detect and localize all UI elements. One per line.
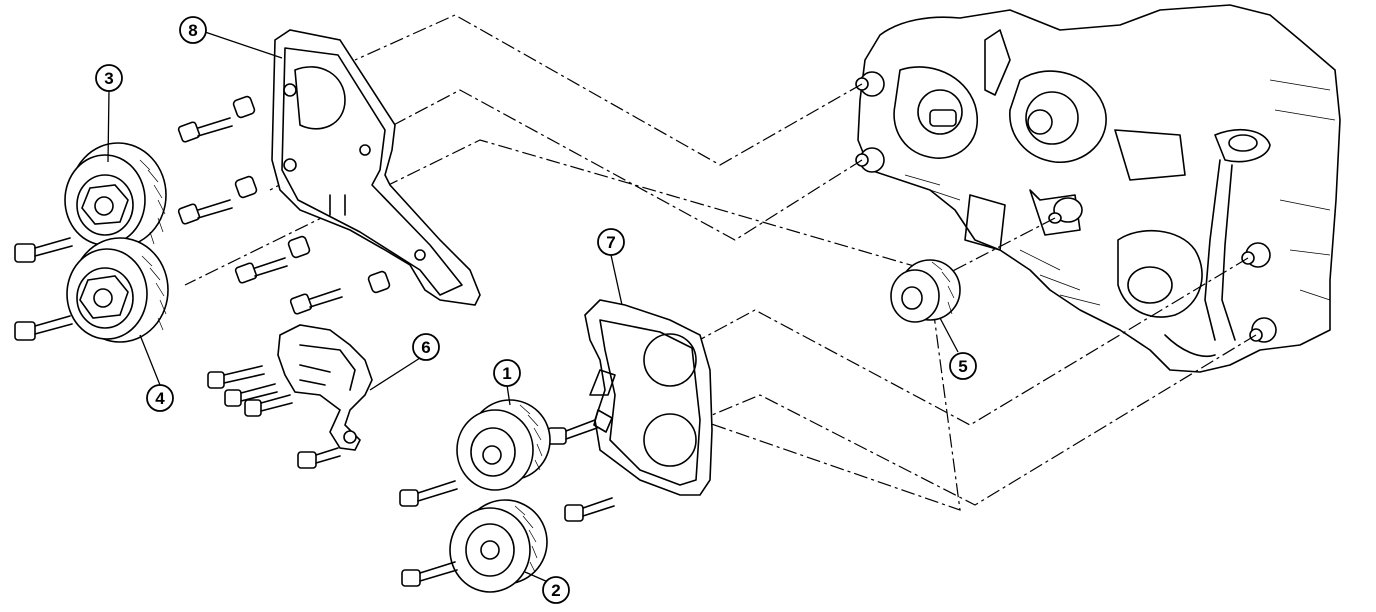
- callout-6: 6: [412, 333, 440, 361]
- bolt-cover-lower-a: [547, 419, 598, 445]
- callout-4: 4: [146, 384, 174, 412]
- rear-timing-belt-cover-upper: [271, 29, 481, 306]
- bolt-cover-lower-b: [564, 497, 615, 522]
- callout-1-label: 1: [502, 364, 511, 383]
- nut-cover-upper-b: [234, 175, 258, 199]
- bolt-cover-upper-a: [177, 117, 233, 143]
- bolt-bracket-c: [244, 394, 293, 417]
- rear-timing-belt-cover-lower: [584, 299, 713, 496]
- callout-6-label: 6: [421, 338, 430, 357]
- camshaft-pulley-lower: [66, 237, 169, 343]
- tensioner-pulley: [456, 399, 551, 491]
- nut-cover-upper-c: [287, 235, 311, 259]
- callout-4-label: 4: [155, 389, 165, 408]
- crankshaft-nose: [1048, 197, 1083, 224]
- callout-5-label: 5: [958, 357, 967, 376]
- callout-1: 1: [493, 359, 521, 387]
- bolt-bracket-b: [224, 383, 278, 407]
- bolt-bracket-a: [207, 365, 265, 389]
- idler-pulley: [449, 499, 548, 593]
- bolt-bracket-d: [297, 447, 341, 469]
- bolt-tensioner-pulley: [399, 480, 458, 507]
- engine-block: [855, 4, 1341, 373]
- callout-leaders: [107, 31, 959, 583]
- callout-8-label: 8: [188, 21, 197, 40]
- crankshaft-timing-pulley: [890, 259, 961, 323]
- bolt-camshaft-pulley-lower: [14, 315, 73, 341]
- bolt-idler-pulley: [401, 561, 458, 587]
- callout-7: 7: [597, 228, 625, 256]
- callout-3-label: 3: [104, 69, 113, 88]
- nut-cover-upper-a: [232, 95, 256, 119]
- engine-mount-boss-right-upper: [1241, 242, 1271, 268]
- engine-mount-boss-right-lower: [1249, 317, 1277, 343]
- bolt-cover-upper-c: [234, 257, 288, 284]
- callout-5: 5: [949, 352, 977, 380]
- engine-mount-boss-middle: [855, 147, 885, 173]
- callout-8: 8: [179, 16, 207, 44]
- tensioner-bracket: [277, 324, 373, 451]
- bolt-cover-upper-d: [289, 288, 343, 315]
- callout-2: 2: [542, 576, 570, 604]
- callout-7-label: 7: [606, 233, 615, 252]
- camshaft-pulley-upper: [64, 142, 167, 248]
- bolt-cover-upper-b: [177, 199, 233, 225]
- callout-2-label: 2: [551, 581, 560, 600]
- callout-3: 3: [95, 64, 123, 92]
- engine-mount-boss-upper: [855, 71, 885, 97]
- bolt-camshaft-pulley-upper: [14, 237, 73, 263]
- nut-cover-upper-d: [367, 270, 391, 294]
